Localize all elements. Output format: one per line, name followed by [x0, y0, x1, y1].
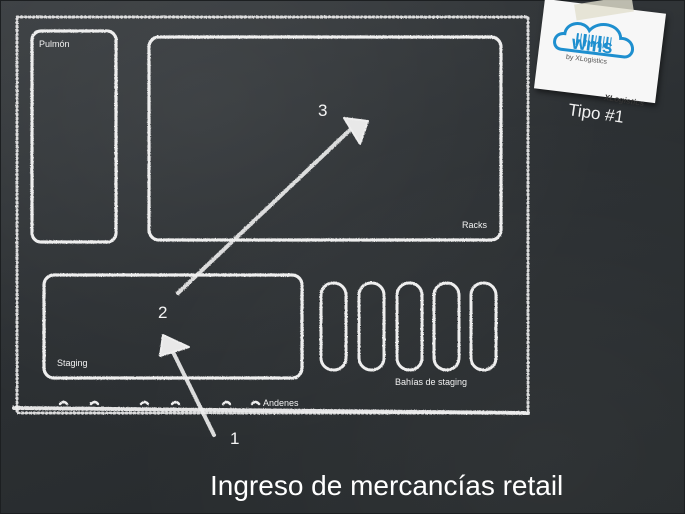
staging-bay: [469, 281, 498, 372]
racks-zone: [147, 35, 503, 242]
staging-zone: [42, 273, 304, 380]
dock-mark: [221, 400, 232, 406]
warehouse-outline: [15, 15, 530, 415]
staging-bay: [432, 281, 461, 372]
racks-label: Racks: [462, 220, 488, 230]
pulmon-label: Pulmón: [39, 39, 70, 49]
dock-mark: [89, 400, 100, 406]
slide-title: Ingreso de mercancías retail: [210, 470, 564, 501]
arrowhead-step-2: [159, 334, 190, 357]
dock-mark: [139, 400, 150, 406]
step-2-number: 2: [158, 303, 168, 322]
warehouse-floor-line: [12, 406, 530, 415]
staging-bay: [357, 281, 386, 372]
dock-mark: [170, 400, 181, 406]
arrow-step-1-to-2: [170, 348, 216, 437]
dock-mark: [250, 400, 261, 406]
step-1-number: 1: [230, 429, 240, 448]
dock-mark: [58, 400, 69, 406]
staging-bays-label: Bahías de staging: [395, 377, 468, 387]
arrow-step-2-to-3: [176, 126, 354, 295]
staging-bay: [319, 281, 348, 372]
staging-label: Staging: [57, 358, 88, 368]
pulmon-zone: [30, 29, 118, 244]
docks-label: Andenes: [263, 398, 299, 408]
staging-bay: [395, 281, 424, 372]
logo-card: wms by XLogistics: [533, 0, 667, 104]
arrowhead-step-3: [343, 117, 369, 145]
cloud-barcode-icon: [553, 22, 634, 59]
step-3-number: 3: [318, 101, 328, 120]
